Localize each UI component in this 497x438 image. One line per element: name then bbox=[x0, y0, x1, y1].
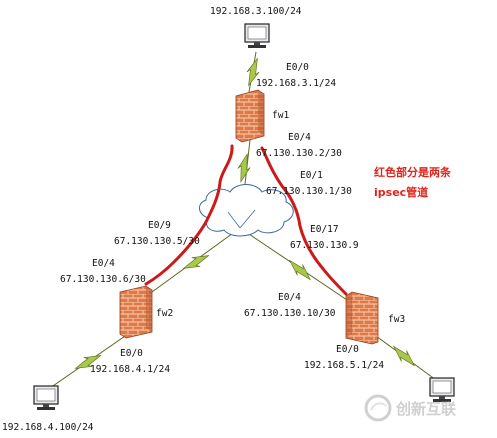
watermark: 创新互联 bbox=[364, 394, 457, 422]
firewall-fw1[interactable] bbox=[235, 89, 265, 143]
annotation-line-1: 红色部分是两条 bbox=[374, 165, 452, 179]
fw2-e00-ip: 192.168.4.1/24 bbox=[90, 364, 170, 375]
link-bolts bbox=[74, 57, 416, 369]
pc-left[interactable] bbox=[33, 385, 59, 410]
fw2-e04-ip: 67.130.130.6/30 bbox=[60, 274, 146, 285]
isp-e017-name: E0/17 bbox=[310, 224, 339, 235]
labels: 192.168.3.100/24 E0/0 192.168.3.1/24 fw1… bbox=[2, 6, 405, 433]
pc-left-ip-label: 192.168.4.100/24 bbox=[2, 422, 94, 433]
link-bolt-top bbox=[246, 57, 260, 87]
fw1-e04-name: E0/4 bbox=[288, 132, 311, 143]
tunnel-annotation: 红色部分是两条 ipsec管道 bbox=[374, 165, 452, 199]
pc-top[interactable] bbox=[244, 23, 270, 48]
watermark-logo-icon bbox=[364, 394, 392, 422]
cloud-icon bbox=[199, 184, 294, 237]
fw3-e00-name: E0/0 bbox=[336, 344, 359, 355]
fw3-name: fw3 bbox=[388, 314, 405, 325]
isp-e09-name: E0/9 bbox=[148, 220, 171, 231]
isp-e01-name: E0/1 bbox=[300, 170, 323, 181]
fw3-e04-ip: 67.130.130.10/30 bbox=[244, 308, 336, 319]
annotation-line-2: ipsec管道 bbox=[374, 185, 428, 199]
ipsec-tunnel-fw1-fw3 bbox=[260, 146, 348, 296]
link-bolt-fw1 bbox=[237, 153, 251, 183]
fw2-e04-name: E0/4 bbox=[92, 258, 115, 269]
ipsec-tunnel-fw1-fw2 bbox=[144, 144, 234, 286]
link-bolt-fw2 bbox=[182, 255, 210, 269]
fw1-name: fw1 bbox=[272, 110, 289, 121]
watermark-text: 创新互联 bbox=[395, 400, 457, 418]
link-bolt-pc-left bbox=[74, 355, 102, 369]
link-bolt-fw3 bbox=[288, 259, 312, 281]
isp-e017-ip: 67.130.130.9 bbox=[290, 240, 359, 251]
isp-e01-ip: 67.130.130.1/30 bbox=[266, 186, 352, 197]
fw1-e04-ip: 67.130.130.2/30 bbox=[256, 148, 342, 159]
firewall-fw2[interactable] bbox=[119, 285, 153, 339]
fw2-name: fw2 bbox=[156, 308, 173, 319]
pc-right[interactable] bbox=[429, 377, 455, 402]
isp-e09-ip: 67.130.130.5/30 bbox=[114, 236, 200, 247]
pc-top-ip-label: 192.168.3.100/24 bbox=[210, 6, 302, 17]
link-bolt-pc-right bbox=[392, 345, 416, 367]
fw1-e00-ip: 192.168.3.1/24 bbox=[256, 78, 336, 89]
ipsec-tunnels bbox=[144, 144, 348, 296]
fw2-e00-name: E0/0 bbox=[120, 348, 143, 359]
internet-cloud bbox=[199, 184, 294, 237]
fw3-e04-name: E0/4 bbox=[278, 292, 301, 303]
fw1-e00-name: E0/0 bbox=[286, 62, 309, 73]
firewall-fw3[interactable] bbox=[345, 291, 379, 345]
fw3-e00-ip: 192.168.5.1/24 bbox=[304, 360, 384, 371]
